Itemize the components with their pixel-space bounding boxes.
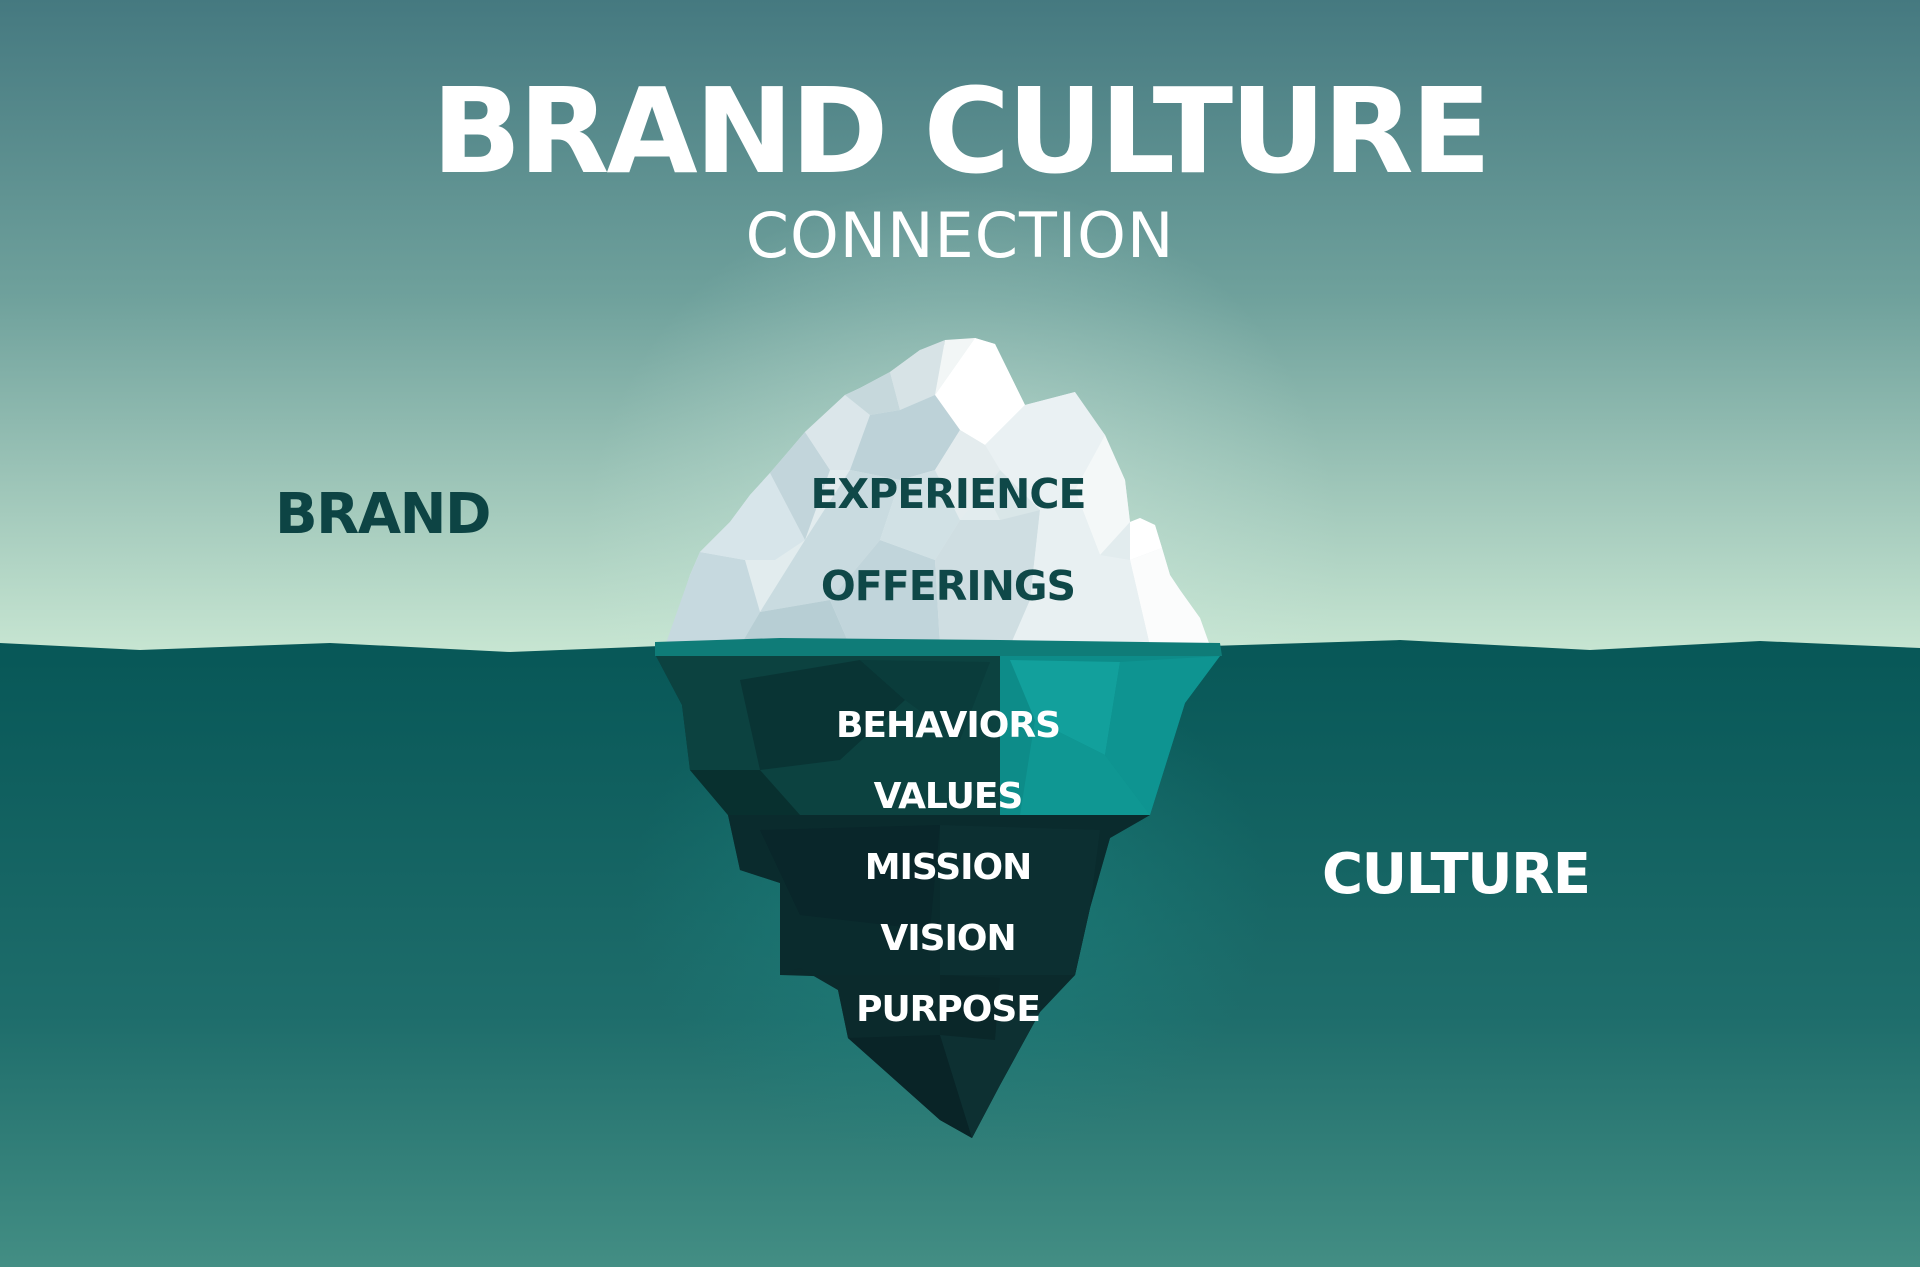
iceberg-above-water: [665, 338, 1210, 646]
layer-values: VALUES: [873, 776, 1024, 817]
layer-behaviors: BEHAVIORS: [835, 705, 1061, 746]
iceberg-underwater: [655, 654, 1220, 1138]
layer-mission: MISSION: [864, 847, 1033, 888]
culture-label: CULTURE: [1322, 842, 1591, 907]
page-title: BRAND CULTURE: [431, 62, 1492, 200]
layer-experience: EXPERIENCE: [810, 470, 1087, 518]
page-subtitle: CONNECTION: [745, 199, 1175, 272]
brand-label: BRAND: [275, 482, 492, 547]
layer-vision: VISION: [880, 918, 1016, 959]
layer-offerings: OFFERINGS: [820, 562, 1076, 610]
iceberg-waterline: [655, 638, 1222, 656]
layer-purpose: PURPOSE: [856, 989, 1041, 1030]
